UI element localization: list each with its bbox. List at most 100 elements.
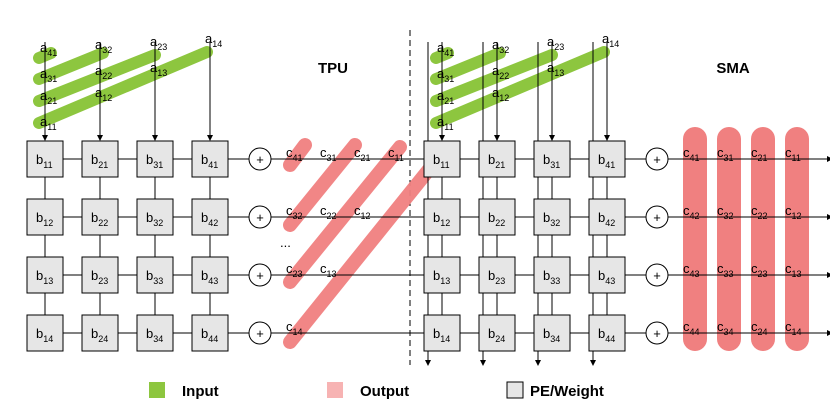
- output-label: c41: [286, 145, 303, 163]
- output-label-base: c: [683, 319, 690, 334]
- pe-cell: [81, 314, 119, 352]
- output-label-base: c: [751, 203, 758, 218]
- input-label-base: a: [492, 63, 500, 78]
- adder-plus: +: [653, 210, 661, 225]
- input-label: a14: [205, 31, 222, 49]
- pe-weight-label-subscript: 12: [43, 218, 53, 228]
- output-label: c33: [717, 261, 734, 279]
- pe-weight-label-base: b: [201, 210, 208, 225]
- input-band: [33, 47, 109, 85]
- output-label: c42: [683, 203, 700, 221]
- output-label-base: c: [286, 319, 293, 334]
- output-label-subscript: 43: [690, 269, 700, 279]
- pe-cell: [136, 256, 174, 294]
- output-label-base: c: [286, 203, 293, 218]
- pe-weight-label-base: b: [201, 152, 208, 167]
- input-label: a21: [437, 88, 454, 106]
- pe-cell: [533, 314, 571, 352]
- pe-cell: [478, 256, 516, 294]
- input-label: a21: [40, 88, 57, 106]
- pe-weight-label: b13: [36, 268, 53, 286]
- output-label: c41: [683, 145, 700, 163]
- pe-weight-label-base: b: [488, 326, 495, 341]
- pe-weight-label: b23: [91, 268, 108, 286]
- input-label-subscript: 13: [157, 68, 167, 78]
- input-label: a22: [492, 63, 509, 81]
- input-label-subscript: 11: [47, 122, 56, 132]
- output-arrow: [827, 156, 830, 162]
- output-band: [785, 127, 809, 351]
- output-band: [283, 140, 407, 289]
- input-band: [430, 49, 558, 107]
- output-label-subscript: 32: [724, 211, 734, 221]
- input-band: [430, 47, 506, 85]
- pe-cell: [533, 198, 571, 236]
- pe-weight-label-subscript: 23: [98, 276, 108, 286]
- pe-cell: [478, 140, 516, 178]
- output-label-base: c: [286, 261, 293, 276]
- input-label-base: a: [437, 66, 445, 81]
- output-label: c22: [320, 203, 337, 221]
- tpu-title: TPU: [318, 60, 348, 77]
- input-label-base: a: [437, 88, 445, 103]
- pe-weight-label: b21: [91, 152, 108, 170]
- input-label: a31: [437, 66, 454, 84]
- pe-cell: [136, 198, 174, 236]
- pe-weight-label-base: b: [433, 152, 440, 167]
- input-label-subscript: 21: [444, 96, 454, 106]
- input-label-base: a: [40, 114, 48, 129]
- input-label-base: a: [437, 40, 445, 55]
- input-band: [33, 46, 213, 129]
- output-label-subscript: 21: [758, 153, 768, 163]
- pe-cell: [423, 140, 461, 178]
- input-label-base: a: [40, 40, 48, 55]
- output-label-subscript: 22: [327, 211, 337, 221]
- adder-plus: +: [653, 268, 661, 283]
- output-label-subscript: 31: [724, 153, 734, 163]
- pe-weight-label: b44: [201, 326, 218, 344]
- pe-weight-label: b14: [36, 326, 53, 344]
- input-label-subscript: 41: [47, 48, 57, 58]
- pe-weight-label-base: b: [201, 268, 208, 283]
- pe-cell: [533, 256, 571, 294]
- input-label: a41: [437, 40, 454, 58]
- input-label-subscript: 31: [47, 74, 57, 84]
- pe-weight-label-base: b: [36, 152, 43, 167]
- input-label-base: a: [150, 34, 158, 49]
- adder-plus: +: [256, 326, 264, 341]
- pe-weight-label-base: b: [36, 326, 43, 341]
- output-band: [283, 155, 442, 349]
- pe-weight-label-subscript: 41: [605, 160, 615, 170]
- output-arrow: [827, 330, 830, 336]
- pe-cell: [191, 256, 229, 294]
- legend-output-label: Output: [360, 383, 409, 400]
- pe-weight-label: b13: [433, 268, 450, 286]
- input-label-subscript: 41: [444, 48, 454, 58]
- pe-weight-label-base: b: [146, 268, 153, 283]
- output-arrow: [827, 272, 830, 278]
- legend-input-swatch: [149, 382, 165, 398]
- output-label: c12: [785, 203, 802, 221]
- pe-weight-label-subscript: 42: [208, 218, 218, 228]
- pe-weight-label: b44: [598, 326, 615, 344]
- output-label-subscript: 13: [327, 269, 337, 279]
- pe-weight-label-base: b: [488, 210, 495, 225]
- pe-weight-label-base: b: [598, 326, 605, 341]
- pe-cell: [26, 198, 64, 236]
- input-label-subscript: 12: [102, 93, 112, 103]
- input-label-base: a: [40, 66, 48, 81]
- pe-cell: [588, 256, 626, 294]
- output-band: [683, 127, 707, 351]
- pe-weight-label-base: b: [543, 210, 550, 225]
- pe-weight-label-subscript: 44: [208, 334, 218, 344]
- output-arrow: [827, 214, 830, 220]
- output-band: [751, 127, 775, 351]
- pe-cell: [191, 198, 229, 236]
- output-label-base: c: [751, 261, 758, 276]
- output-label-subscript: 22: [758, 211, 768, 221]
- input-label: a12: [95, 85, 112, 103]
- pe-weight-label: b32: [146, 210, 163, 228]
- pe-weight-label: b43: [201, 268, 218, 286]
- pe-weight-label-base: b: [146, 152, 153, 167]
